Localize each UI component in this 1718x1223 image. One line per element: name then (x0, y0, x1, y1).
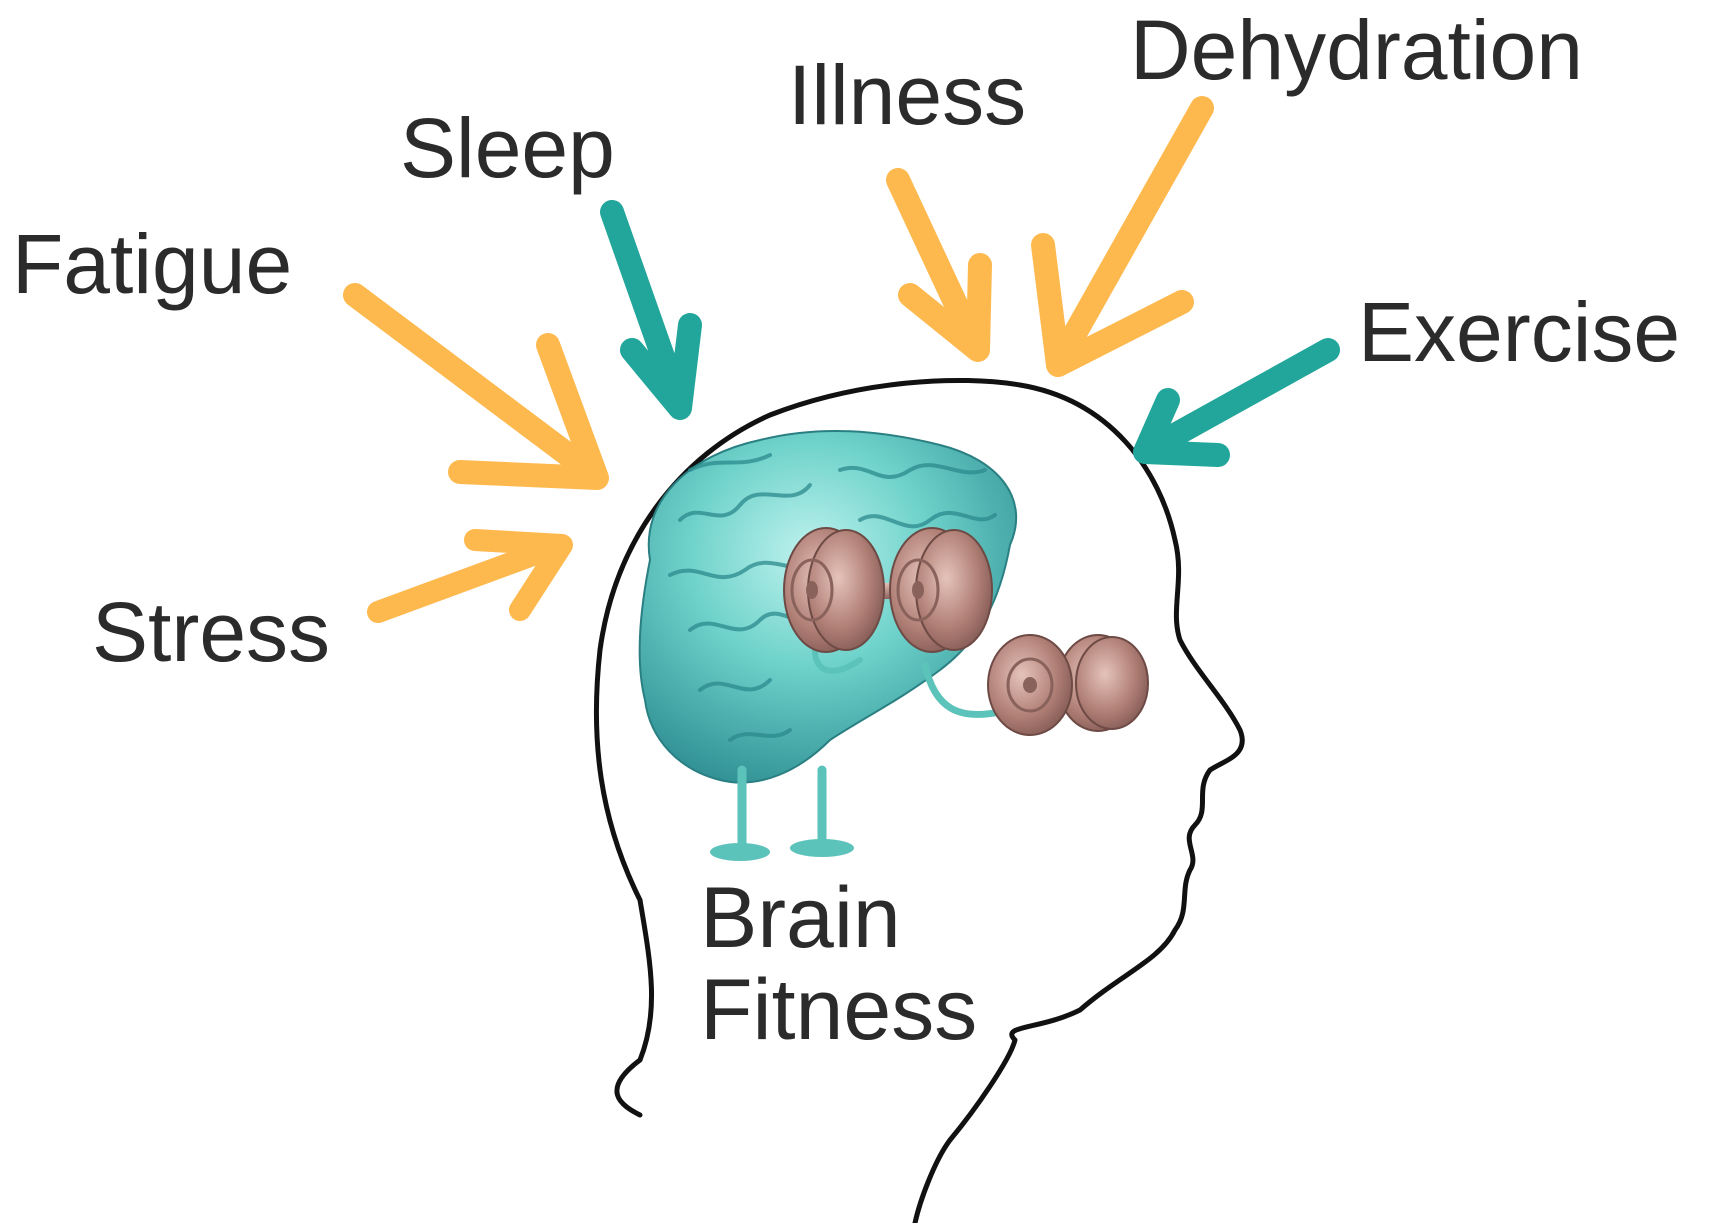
factor-label-fatigue: Fatigue (12, 222, 292, 306)
dehydration-arrow (1043, 108, 1202, 365)
exercise-arrow (1145, 350, 1328, 455)
stress-arrow (378, 540, 562, 612)
center-title: Brain Fitness (700, 872, 977, 1056)
factor-label-stress: Stress (92, 590, 330, 674)
factor-label-illness: Illness (788, 53, 1026, 137)
factor-label-sleep: Sleep (400, 106, 615, 190)
illness-arrow (898, 180, 980, 350)
brain-illustration (640, 431, 1148, 861)
factor-label-exercise: Exercise (1358, 290, 1680, 374)
center-title-line2: Fitness (700, 964, 977, 1056)
center-title-line1: Brain (700, 872, 977, 964)
fatigue-arrow (355, 295, 597, 478)
brain-legs (710, 770, 854, 861)
dumbbell-icon (988, 635, 1148, 735)
sleep-arrow (612, 212, 690, 408)
factor-label-dehydration: Dehydration (1130, 8, 1583, 92)
